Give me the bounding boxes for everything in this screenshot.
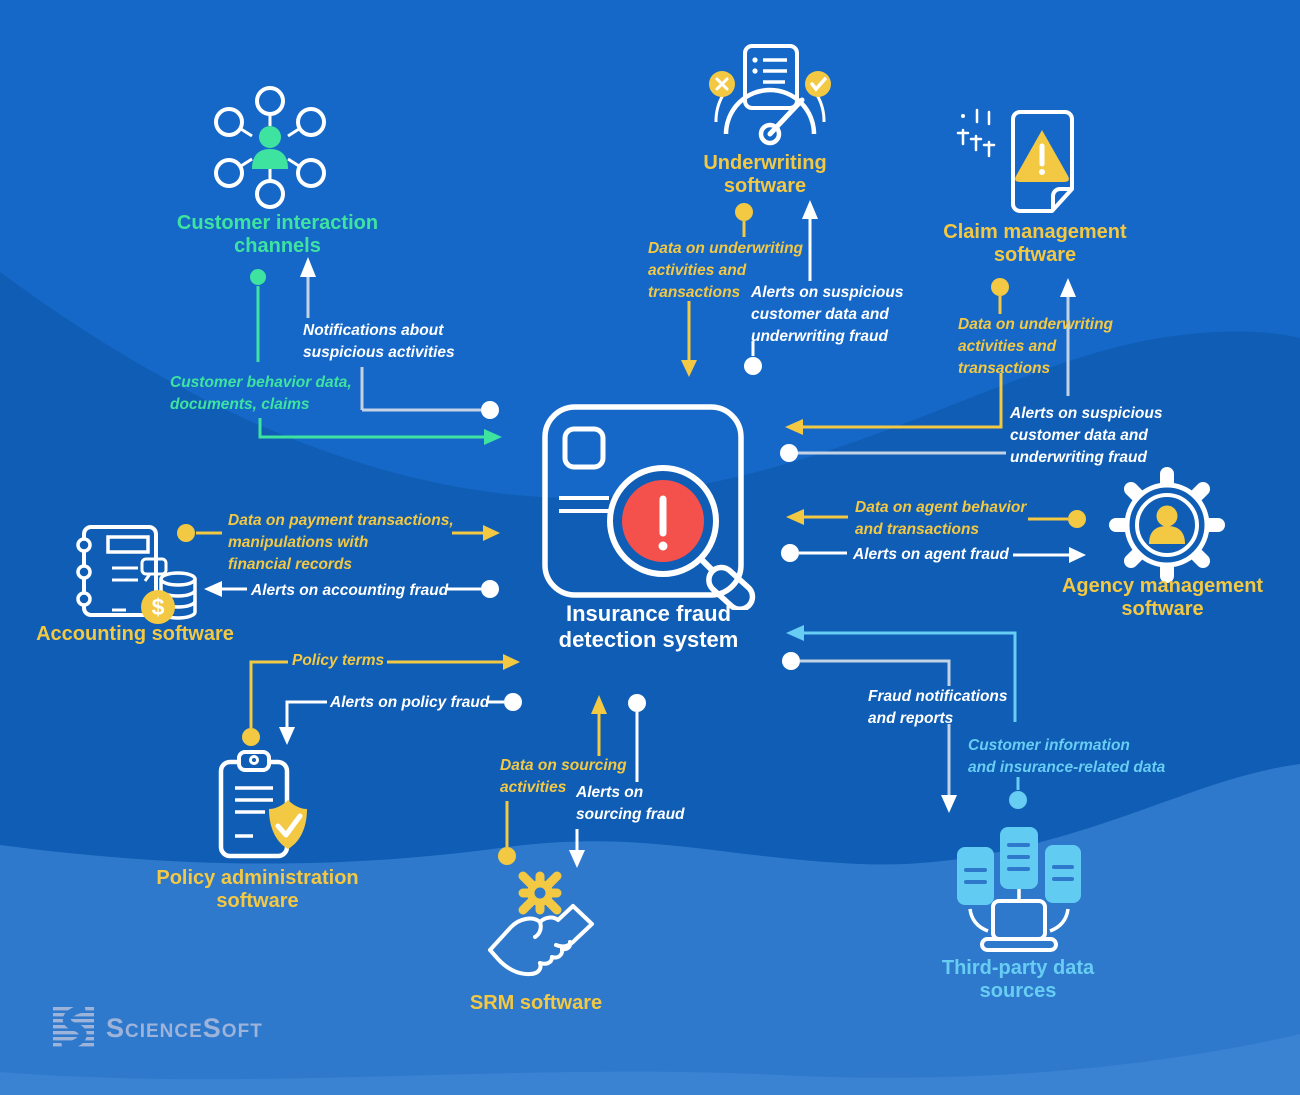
arrowhead-down <box>941 795 957 813</box>
node-title-srm: SRM software <box>469 992 603 1014</box>
flow-fraud-notifications-connector <box>782 652 957 813</box>
arrowhead-left <box>785 419 803 435</box>
node-title-claim-management: Claim management software <box>943 221 1127 266</box>
flow-label-data-underwriting-claim: Data on underwriting activities and tran… <box>958 316 1113 377</box>
arrowhead-down <box>681 360 697 377</box>
flow-label-data-underwriting-center: Data on underwriting activities and tran… <box>648 240 803 301</box>
arrowhead-up <box>1060 278 1076 297</box>
flow-customer-behavior-connector <box>250 269 502 445</box>
flow-alerts-accounting-connector <box>204 580 499 598</box>
flow-label-fraud-notifications: Fraud notifications and reports <box>868 688 1008 727</box>
node-title-customer-interaction: Customer interaction channels <box>176 212 379 257</box>
flow-data-agent-connector <box>786 509 1086 528</box>
accounting-ledger-icon: $ <box>76 525 197 624</box>
node-title-agency-management: Agency management software <box>1061 575 1264 620</box>
flow-label-alerts-underwriting-center: Alerts on suspicious customer data and u… <box>751 284 904 345</box>
page-fold <box>1051 187 1072 211</box>
arrowhead-down <box>569 850 585 868</box>
node-title-underwriting: Underwriting software <box>703 152 827 197</box>
arrowhead-up <box>300 257 316 277</box>
arrowhead-right <box>484 429 502 445</box>
speech-bubble-icon <box>140 557 168 576</box>
sciencesoft-logo-text: ScienceSoft <box>106 1012 263 1043</box>
third-party-data-icon <box>957 827 1081 952</box>
flow-label-alerts-accounting: Alerts on accounting fraud <box>251 582 449 599</box>
arrowhead-left <box>786 509 804 525</box>
flow-customer-information-connector <box>786 625 1027 809</box>
flow-label-notifications: Notifications about suspicious activitie… <box>303 322 455 361</box>
dollar-coin-icon: $ <box>141 590 175 624</box>
agency-gear-person-icon <box>1109 467 1225 583</box>
flow-label-alerts-underwriting-claim: Alerts on suspicious customer data and u… <box>1010 405 1163 466</box>
sciencesoft-logo-mark-icon <box>53 1005 94 1051</box>
flow-alerts-underwriting-center-connector <box>744 200 818 375</box>
flow-alerts-policy-connector <box>279 693 522 745</box>
flow-notifications-connector <box>300 257 499 419</box>
warning-triangle-icon <box>1015 130 1069 182</box>
arrowhead-right <box>503 654 520 670</box>
flow-alerts-agent-connector <box>781 544 1086 563</box>
arrowhead-left <box>204 581 222 597</box>
flow-label-data-agent: Data on agent behavior and transactions <box>855 499 1027 538</box>
flow-label-alerts-sourcing: Alerts on sourcing fraud <box>576 784 685 823</box>
flow-policy-terms-connector <box>242 654 520 746</box>
shield-check-icon <box>269 800 307 849</box>
flow-label-policy-terms: Policy terms <box>292 652 385 669</box>
flow-alerts-sourcing-connector <box>569 694 646 868</box>
underwriting-gauge-icon <box>709 44 831 146</box>
flow-label-customer-behavior: Customer behavior data, documents, claim… <box>170 374 352 413</box>
flow-label-data-payment: Data on payment transactions, manipulati… <box>228 512 454 573</box>
magnifier-handle <box>706 564 756 610</box>
arrowhead-left <box>786 625 804 641</box>
sliders-marks-icon <box>956 108 996 158</box>
flow-label-alerts-agent: Alerts on agent fraud <box>853 546 1009 563</box>
flow-alerts-underwriting-claim-connector <box>780 278 1076 462</box>
flow-data-underwriting-center-connector <box>681 203 753 377</box>
policy-clipboard-shield-icon <box>218 750 307 859</box>
node-title-policy-administration: Policy administration software <box>156 867 359 912</box>
flow-data-payment-connector <box>177 524 500 542</box>
srm-handshake-icon <box>488 871 594 977</box>
svg-text:$: $ <box>152 594 165 620</box>
flow-label-data-sourcing: Data on sourcing activities <box>500 757 627 796</box>
person-icon <box>1149 505 1185 544</box>
arrowhead-up <box>802 200 818 219</box>
sciencesoft-logo: ScienceSoft <box>52 1005 263 1051</box>
flow-label-alerts-policy: Alerts on policy fraud <box>330 694 490 711</box>
node-title-center-system: Insurance fraud detection system <box>558 601 739 652</box>
magnifier-alert-icon <box>607 465 756 610</box>
arrowhead-right <box>483 525 500 541</box>
x-badge-icon <box>709 71 735 97</box>
handshake <box>488 904 594 977</box>
arrowhead-down <box>279 727 295 745</box>
flow-data-underwriting-claim-connector <box>785 278 1009 435</box>
laptop-icon <box>980 899 1058 952</box>
arrowhead-up <box>591 695 607 714</box>
node-title-third-party: Third-party data sources <box>941 957 1095 1002</box>
person-icon <box>252 126 288 169</box>
arrowhead-right <box>1069 547 1086 563</box>
customer-interaction-channels-icon <box>214 86 326 209</box>
check-badge-icon <box>805 71 831 97</box>
card-outline <box>542 404 744 598</box>
flow-label-customer-information: Customer information and insurance-relat… <box>968 737 1166 776</box>
flow-data-sourcing-connector <box>498 695 607 865</box>
fraud-detection-system-icon <box>542 404 756 610</box>
claim-warning-document-icon <box>956 108 1074 213</box>
node-title-accounting: Accounting software <box>36 623 234 645</box>
